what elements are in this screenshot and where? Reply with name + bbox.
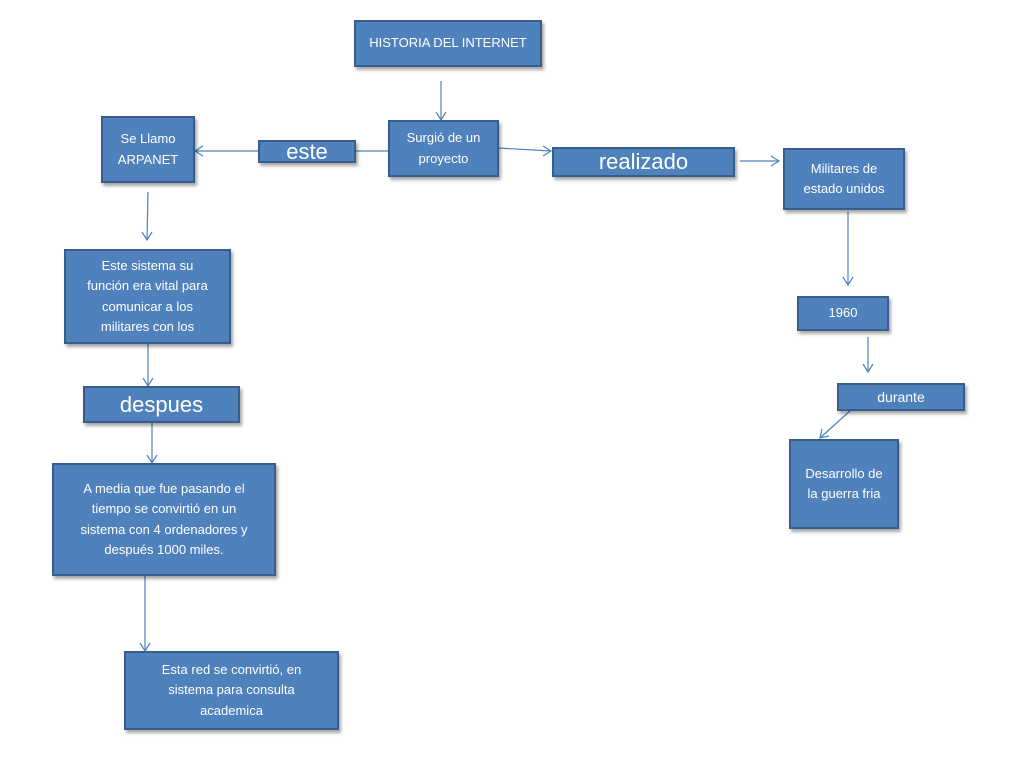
node-militares-de-estado-unidos: Militares de estado unidos: [783, 148, 905, 210]
node-se-llamo-arpanet: Se Llamo ARPANET: [101, 116, 195, 183]
node-este-sistema: Este sistema su función era vital para c…: [64, 249, 231, 344]
arrowhead: [770, 155, 781, 167]
node-esta-red: Esta red se convirtió, en sistema para c…: [124, 651, 339, 730]
arrowhead: [141, 231, 153, 242]
label-realizado: realizado: [552, 147, 735, 177]
arrowhead: [842, 276, 854, 287]
arrowhead: [146, 454, 158, 465]
label-durante: durante: [837, 383, 965, 411]
arrowhead: [139, 642, 151, 653]
arrowhead: [542, 145, 553, 157]
arrowhead: [862, 363, 874, 374]
label-este: este: [258, 139, 356, 164]
node-desarrollo-guerra-fria: Desarrollo de la guerra fria: [789, 439, 899, 529]
arrowhead: [193, 145, 204, 157]
label-despues: despues: [83, 386, 240, 423]
node-a-media: A media que fue pasando el tiempo se con…: [52, 463, 276, 576]
node-1960: 1960: [797, 296, 889, 331]
connector-durante-desarrollo: [819, 409, 852, 439]
connector-sellamo-estesistema: [146, 191, 149, 240]
arrowhead: [142, 377, 154, 388]
node-historia-del-internet: HISTORIA DEL INTERNET: [354, 20, 542, 67]
arrowhead: [435, 111, 447, 122]
arrowhead: [819, 428, 830, 439]
node-surgio-de-un-proyecto: Surgió de un proyecto: [388, 120, 499, 177]
connector-surgio-realizado: [497, 147, 552, 152]
